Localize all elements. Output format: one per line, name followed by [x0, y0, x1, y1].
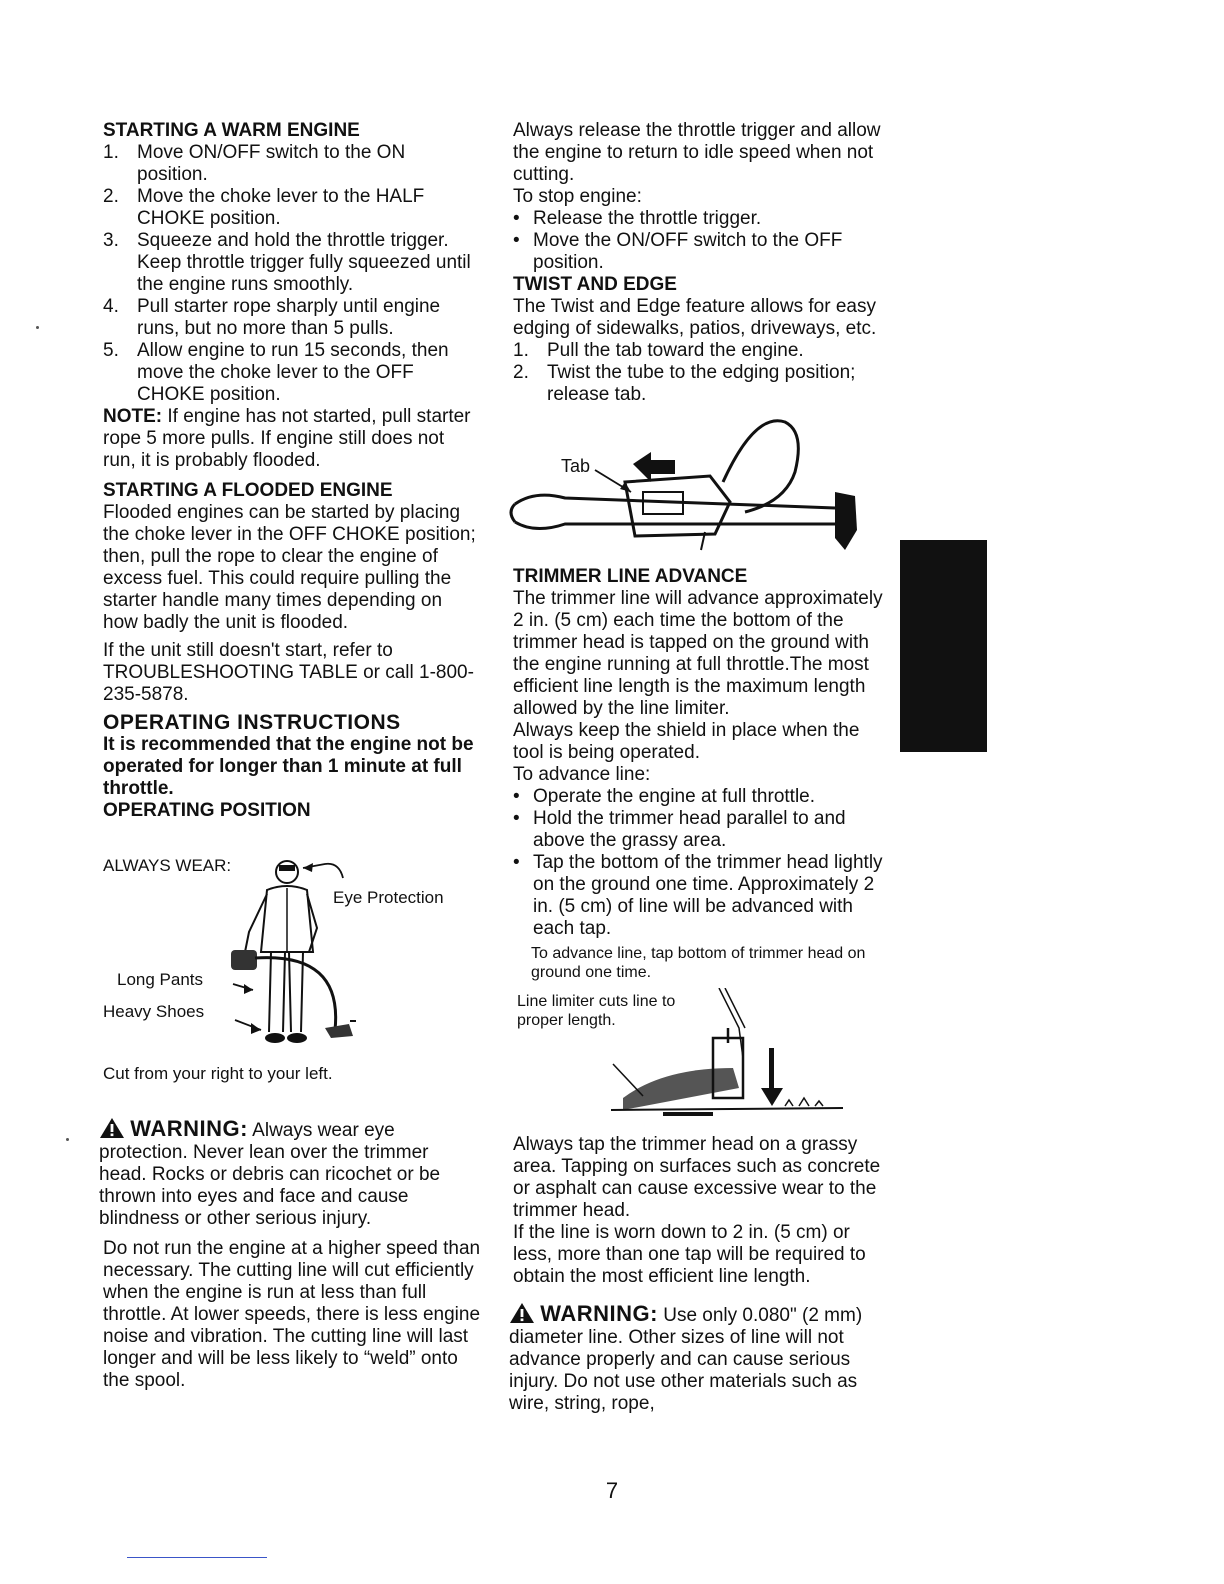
list-item: 2.Twist the tube to the edging position;… — [513, 362, 856, 405]
twist-edge-steps: 1.Pull the tab toward the engine. 2.Twis… — [513, 340, 883, 406]
eye-protection-label: Eye Protection — [333, 888, 444, 907]
stop-engine-label: To stop engine: — [513, 186, 642, 207]
twist-edge-figure: Tab — [505, 412, 883, 552]
operating-recommendation: It is recommended that the engine not be… — [103, 734, 474, 799]
warm-engine-heading: STARTING A WARM ENGINE — [103, 120, 360, 141]
operating-position-heading: OPERATING POSITION — [103, 800, 311, 821]
note-paragraph: NOTE: If engine has not started, pull st… — [103, 406, 471, 471]
warning-block-right: WARNING: Use only 0.080" (2 mm) diameter… — [509, 1301, 883, 1415]
heavy-shoes-label: Heavy Shoes — [103, 1002, 205, 1021]
list-item: •Move the ON/OFF switch to the OFF posit… — [513, 230, 843, 273]
flooded-paragraph: Flooded engines can be started by placin… — [103, 502, 476, 633]
list-item: •Release the throttle trigger. — [513, 208, 762, 229]
page-number: 7 — [605, 1478, 619, 1503]
section-tab-marker — [900, 540, 987, 752]
trimmer-line-advance-heading: TRIMMER LINE ADVANCE — [513, 566, 748, 587]
line-limiter-illustration — [610, 988, 844, 1116]
engine-speed-paragraph: Do not run the engine at a higher speed … — [103, 1238, 481, 1391]
left-column: STARTING A WARM ENGINE 1.Move ON/OFF swi… — [99, 120, 481, 1392]
warning-icon — [100, 1118, 124, 1138]
list-item: 1.Move ON/OFF switch to the ON position. — [103, 142, 406, 185]
line-limiter-figure: Line limiter cuts line to proper length. — [513, 988, 883, 1118]
warm-engine-steps: 1.Move ON/OFF switch to the ON position.… — [103, 142, 481, 406]
grassy-area-paragraph: Always tap the trimmer head on a grassy … — [513, 1134, 881, 1221]
flooded-engine-heading: STARTING A FLOODED ENGINE — [103, 480, 393, 501]
scan-speck — [66, 1138, 69, 1141]
shield-paragraph: Always keep the shield in place when the… — [513, 720, 860, 763]
list-item: •Hold the trimmer head parallel to and a… — [513, 808, 846, 851]
warning-block: WARNING: Always wear eye protection. Nev… — [99, 1116, 481, 1230]
tab-label: Tab — [561, 456, 591, 476]
twist-edge-paragraph: The Twist and Edge feature allows for ea… — [513, 296, 877, 339]
list-item: 4.Pull starter rope sharply until engine… — [103, 296, 441, 339]
operating-instructions-heading: OPERATING INSTRUCTIONS — [103, 711, 401, 734]
warning-text: Always wear eye protection. Never lean o… — [99, 1120, 441, 1229]
trimmer-line-paragraph: The trimmer line will advance approximat… — [513, 588, 883, 719]
stop-engine-steps: •Release the throttle trigger. •Move the… — [513, 208, 883, 274]
worn-line-paragraph: If the line is worn down to 2 in. (5 cm)… — [513, 1222, 866, 1287]
operator-illustration — [231, 860, 356, 1043]
list-item: 3.Squeeze and hold the throttle trigger.… — [103, 230, 471, 295]
limiter-caption: Line limiter cuts line to proper length. — [517, 993, 676, 1029]
operating-position-figure: ALWAYS WEAR: Eye Protection Long Pants H… — [103, 832, 481, 1060]
list-item: 2.Move the choke lever to the HALF CHOKE… — [103, 186, 425, 229]
figure-caption: Cut from your right to your left. — [103, 1064, 333, 1083]
twist-edge-heading: TWIST AND EDGE — [513, 274, 677, 295]
advance-line-steps: •Operate the engine at full throttle. •H… — [513, 786, 883, 940]
list-item: •Tap the bottom of the trimmer head ligh… — [513, 852, 883, 939]
always-wear-label: ALWAYS WEAR: — [103, 856, 232, 875]
warning-label: WARNING: — [130, 1116, 248, 1141]
footer-rule — [127, 1557, 267, 1558]
list-item: 1.Pull the tab toward the engine. — [513, 340, 804, 361]
tap-caption: To advance line, tap bottom of trimmer h… — [531, 945, 866, 981]
advance-line-label: To advance line: — [513, 764, 651, 785]
trimmer-tab-illustration — [509, 419, 857, 551]
warning-icon — [510, 1303, 534, 1323]
release-throttle-paragraph: Always release the throttle trigger and … — [513, 120, 881, 185]
list-item: 5.Allow engine to run 15 seconds, then m… — [103, 340, 449, 405]
warning-text: Use only 0.080" (2 mm) diameter line. Ot… — [509, 1305, 863, 1414]
list-item: •Operate the engine at full throttle. — [513, 786, 816, 807]
warning-label: WARNING: — [540, 1301, 658, 1326]
right-column: Always release the throttle trigger and … — [509, 120, 883, 1415]
long-pants-label: Long Pants — [117, 970, 204, 989]
troubleshooting-paragraph: If the unit still doesn't start, refer t… — [103, 640, 474, 705]
scan-speck — [36, 326, 39, 329]
